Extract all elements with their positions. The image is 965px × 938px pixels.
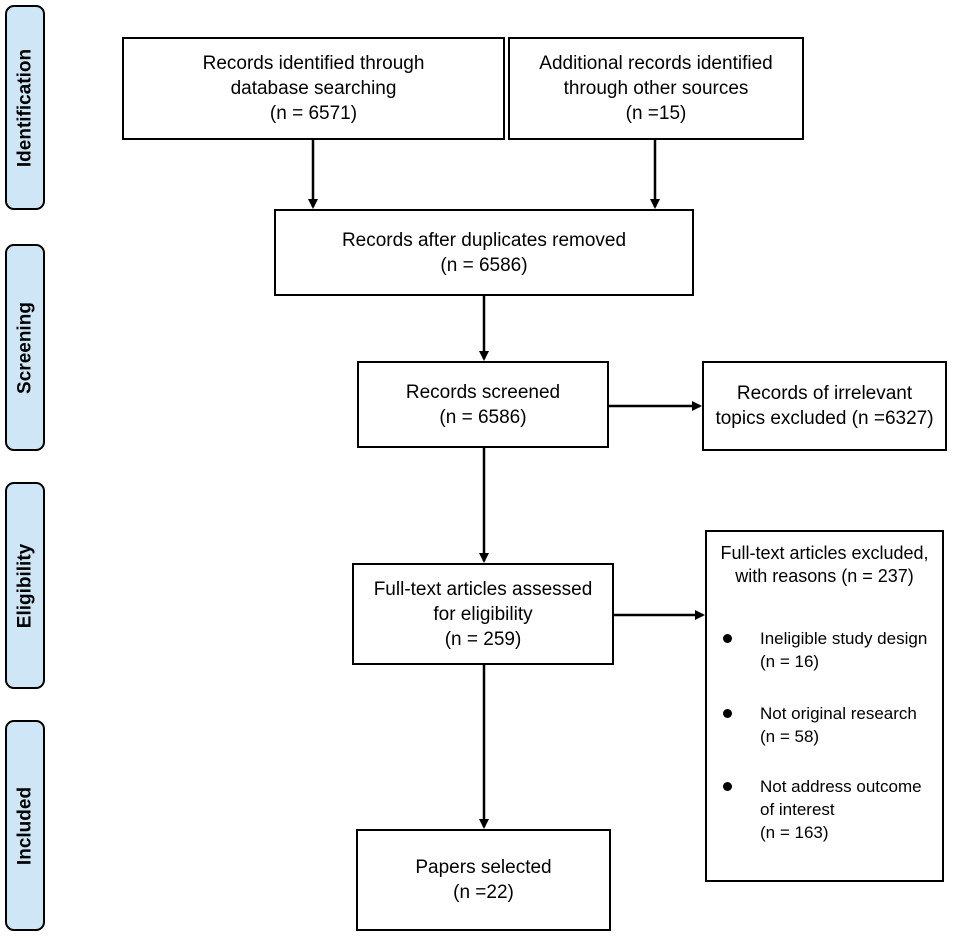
- phase-screening: Screening: [5, 244, 45, 451]
- records-screened-box: Records screened (n = 6586): [357, 361, 609, 448]
- phase-identification: Identification: [5, 5, 45, 210]
- other-sources-line2: through other sources: [563, 78, 749, 99]
- database-records-box: Records identified through database sear…: [122, 37, 505, 140]
- duplicates-removed-count: (n = 6586): [440, 254, 528, 276]
- database-records-count: (n = 6571): [269, 103, 358, 124]
- exclusion-reason: Not original research (n = 58): [723, 702, 936, 750]
- records-screened-count: (n = 6586): [439, 406, 527, 428]
- papers-selected-count: (n =22): [453, 882, 514, 903]
- exclusion-reason-line: Not address outcome: [760, 777, 922, 796]
- fulltext-excluded-box: Full-text articles excluded, with reason…: [705, 530, 944, 882]
- exclusion-reason: Not address outcome of interest (n = 163…: [723, 775, 936, 847]
- records-screened-line1: Records screened: [405, 381, 561, 403]
- irrelevant-excluded-line2: topics excluded (n =6327): [715, 408, 934, 429]
- papers-selected-box: Papers selected (n =22): [356, 829, 611, 931]
- exclusion-reason-text: Not address outcome of interest (n = 163…: [760, 775, 922, 844]
- exclusion-reason: Ineligible study design (n = 16): [723, 627, 936, 675]
- database-records-line1: Records identified through: [202, 53, 425, 74]
- irrelevant-excluded-line1: Records of irrelevant: [736, 383, 913, 404]
- duplicates-removed-box: Records after duplicates removed (n = 65…: [274, 209, 694, 296]
- bullet-icon: [723, 709, 732, 718]
- exclusion-reason-line: (n = 163): [760, 823, 829, 842]
- exclusion-reason-line: Not original research: [760, 704, 917, 723]
- exclusion-reason-line: of interest: [760, 800, 835, 819]
- fulltext-excluded-heading-line1: Full-text articles excluded,: [720, 543, 929, 563]
- other-sources-box: Additional records identified through ot…: [508, 37, 804, 140]
- fulltext-assessed-line1: Full-text articles assessed: [373, 578, 593, 600]
- papers-selected-line1: Papers selected: [415, 857, 552, 878]
- fulltext-assessed-box: Full-text articles assessed for eligibil…: [352, 563, 614, 665]
- phase-eligibility: Eligibility: [5, 482, 45, 689]
- exclusion-reason-text: Ineligible study design (n = 16): [760, 627, 927, 673]
- duplicates-removed-line1: Records after duplicates removed: [341, 229, 627, 251]
- irrelevant-excluded-box: Records of irrelevant topics excluded (n…: [702, 361, 947, 451]
- other-sources-count: (n =15): [625, 103, 687, 124]
- exclusion-reason-text: Not original research (n = 58): [760, 702, 917, 748]
- fulltext-excluded-heading-line2: with reasons (n = 237): [735, 566, 914, 586]
- other-sources-line1: Additional records identified: [539, 53, 773, 74]
- phase-included: Included: [5, 720, 45, 931]
- fulltext-excluded-heading: Full-text articles excluded, with reason…: [707, 542, 942, 588]
- database-records-line2: database searching: [230, 78, 397, 99]
- exclusion-reason-line: (n = 58): [760, 727, 820, 746]
- fulltext-assessed-count: (n = 259): [444, 628, 522, 650]
- bullet-icon: [723, 782, 732, 791]
- exclusion-reason-line: Ineligible study design: [760, 629, 928, 648]
- exclusion-reason-line: (n = 16): [760, 652, 820, 671]
- fulltext-assessed-line2: for eligibility: [433, 603, 533, 625]
- bullet-icon: [723, 634, 732, 643]
